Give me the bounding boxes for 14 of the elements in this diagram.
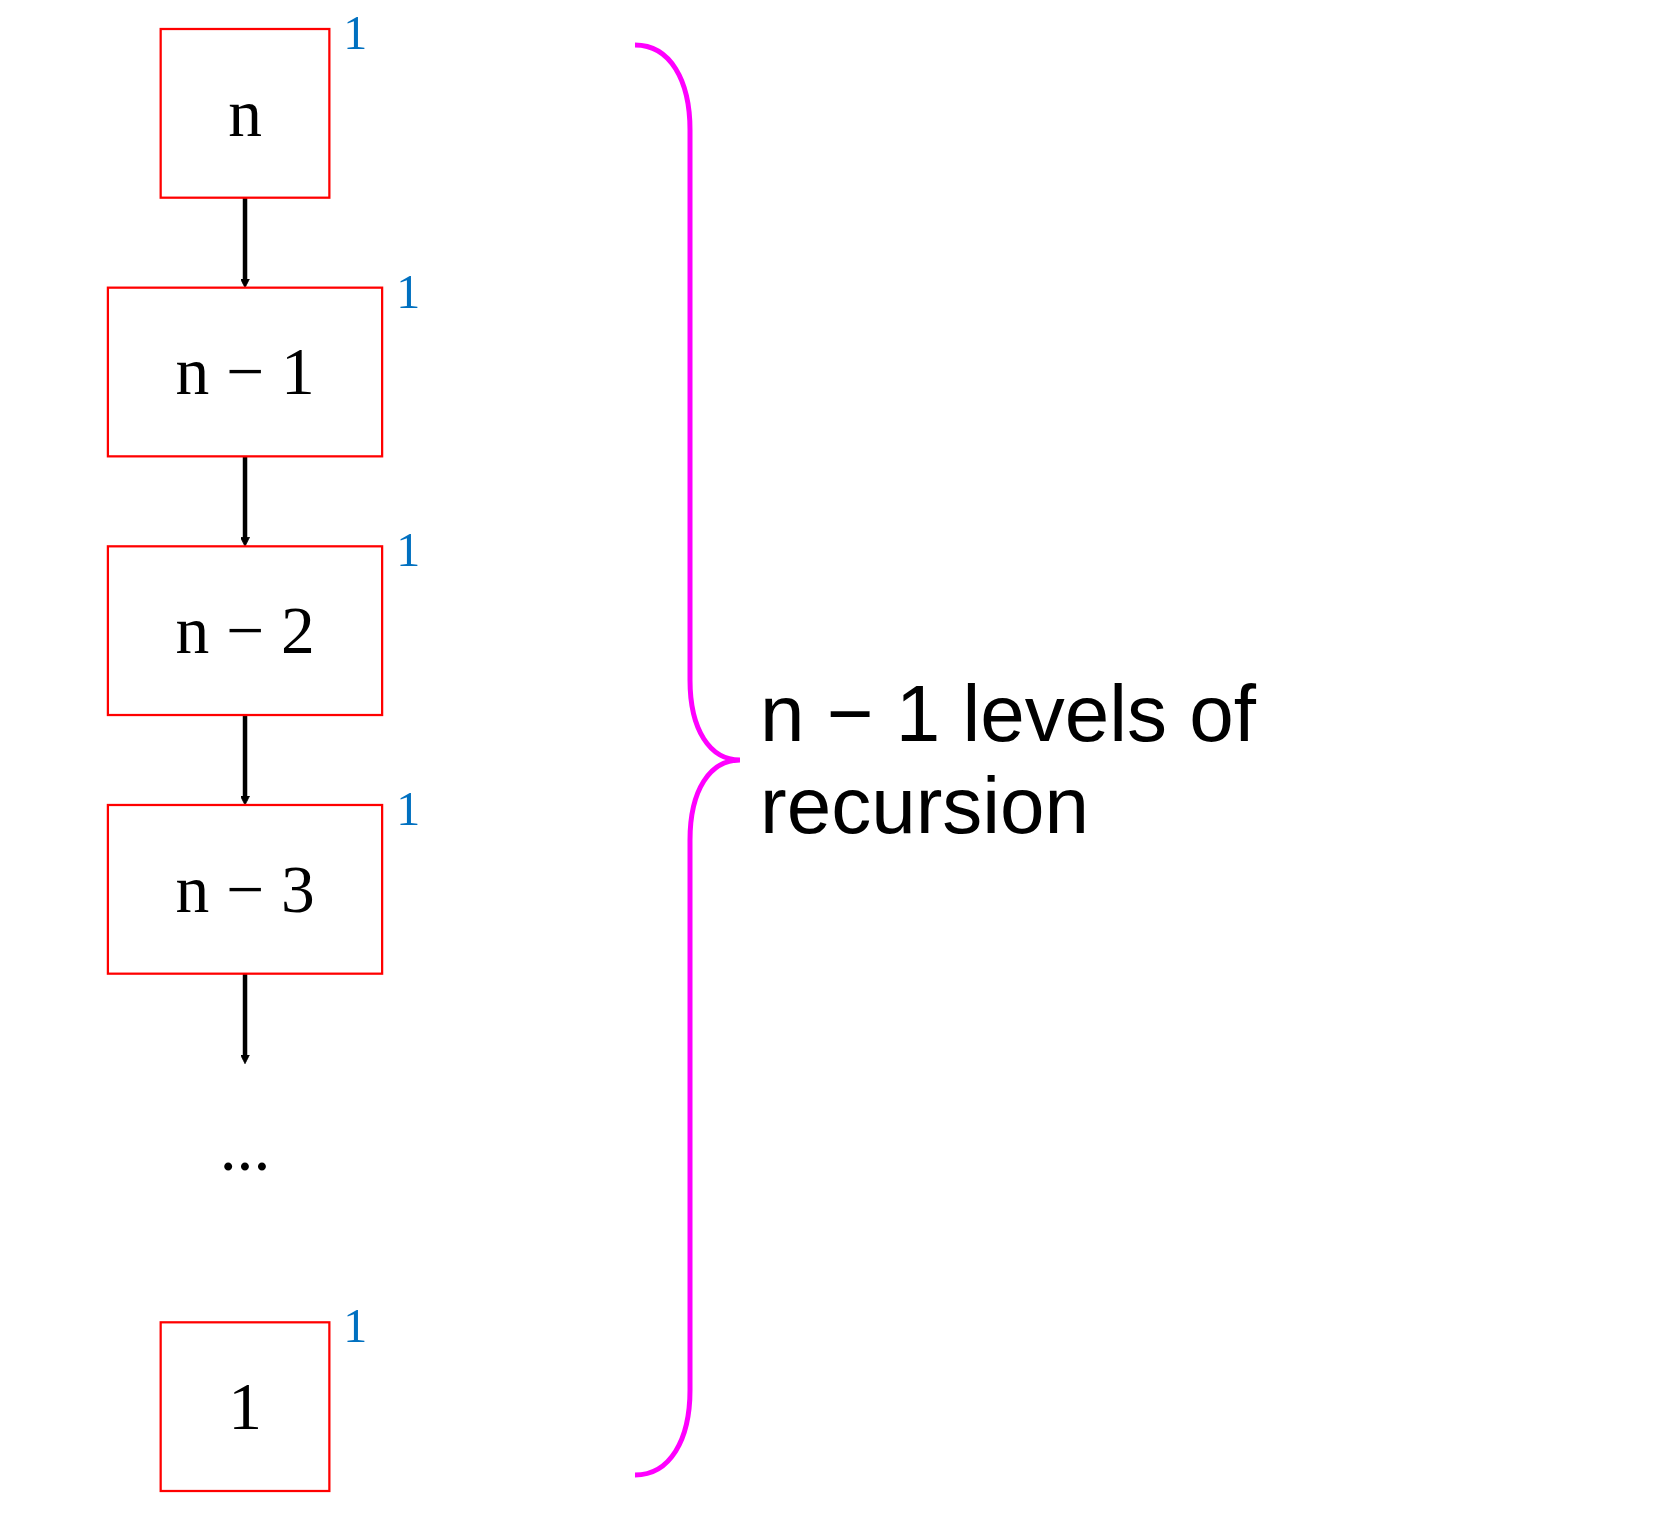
step-cost: 1 <box>343 9 368 57</box>
arrow <box>240 456 250 547</box>
node-text: ... <box>219 1110 271 1186</box>
step-cost: 1 <box>396 785 421 833</box>
recursion-levels-note: n − 1 levels of recursion <box>760 668 1257 852</box>
step-cost: 1 <box>343 1302 368 1351</box>
node-box: n <box>159 27 331 199</box>
node-box: n − 3 <box>106 803 384 975</box>
step-cost: 1 <box>396 267 421 316</box>
arrow <box>240 973 250 1065</box>
node-box: 1 <box>159 1321 331 1493</box>
step-cost: 1 <box>396 526 421 575</box>
node-box: n − 1 <box>106 286 384 458</box>
node-box: n − 2 <box>106 545 384 717</box>
